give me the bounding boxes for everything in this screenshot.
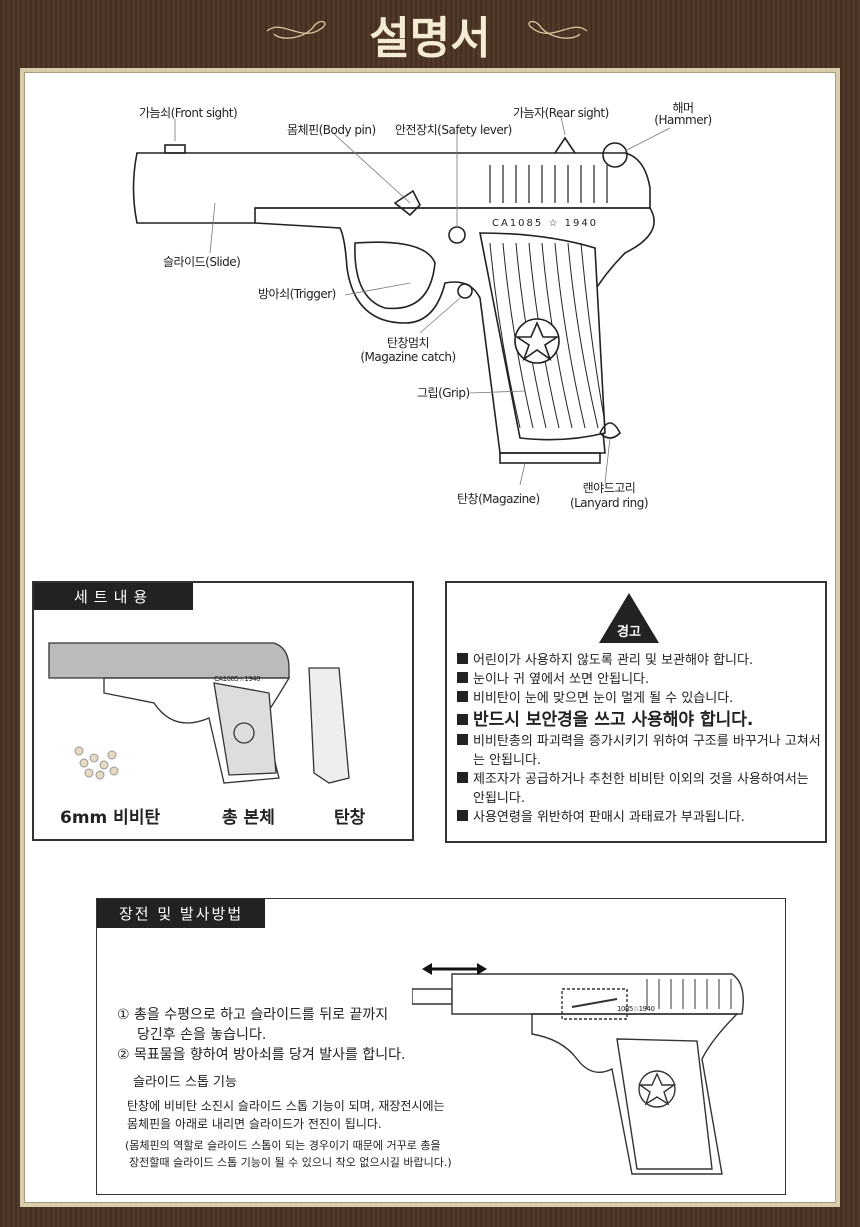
bullet-square-icon	[457, 714, 468, 725]
loading-box: 장전 및 발사방법 1085☆1940 ① 총을 수평으로 하고 슬라이드를 뒤…	[96, 898, 786, 1195]
label-front-sight: 가늠쇠(Front sight)	[139, 106, 238, 120]
pistol-diagram	[132, 116, 671, 486]
manual-page: 가늠쇠(Front sight) 몸체핀(Body pin) 안전장치(Safe…	[24, 72, 836, 1203]
warning-list: 어린이가 사용하지 않도록 관리 및 보관해야 합니다. 눈이나 귀 옆에서 쏘…	[457, 651, 822, 827]
item-magazine: 탄창	[334, 808, 366, 828]
set-engraving: CA1085☆1940	[214, 675, 261, 683]
warning-text: 반드시 보안경을 쓰고 사용해야 합니다.	[473, 710, 754, 730]
loading-illustration	[412, 963, 744, 1175]
warning-text: 비비탄이 눈에 맞으면 눈이 멀게 될 수 있습니다.	[473, 691, 734, 706]
label-body-pin: 몸체핀(Body pin)	[287, 123, 376, 137]
right-flourish-ornament	[528, 20, 588, 39]
warning-triangle-icon	[599, 593, 659, 643]
set-contents-box: 세트내용 CA1085☆1940 6mm 비비탄 총 본체 탄창	[32, 581, 414, 841]
label-trigger: 방아쇠(Trigger)	[258, 287, 336, 301]
label-magazine: 탄창(Magazine)	[457, 492, 540, 506]
bullet-square-icon	[457, 691, 468, 702]
warning-text: 사용연령을 위반하여 판매시 과태료가 부과됩니다.	[473, 810, 745, 825]
warning-item: 제조자가 공급하거나 추천한 비비탄 이외의 것을 사용하여서는 안됩니다.	[457, 770, 822, 808]
label-hammer-en: (Hammer)	[654, 113, 712, 127]
warning-item: 사용연령을 위반하여 판매시 과태료가 부과됩니다.	[457, 808, 822, 827]
label-rear-sight: 가늠자(Rear sight)	[513, 106, 609, 120]
label-grip: 그립(Grip)	[417, 386, 470, 400]
set-contents-illustration	[48, 642, 350, 784]
page-title: 설명서	[369, 13, 491, 64]
label-safety-lever: 안전장치(Safety lever)	[395, 123, 512, 137]
bullet-square-icon	[457, 734, 468, 745]
note-line-2: 장전할때 슬라이드 스톱 기능이 될 수 있으니 착오 없으시길 바랍니다.)	[129, 1156, 452, 1169]
note-line-1: (몸체핀의 역할로 슬라이드 스톱이 되는 경우이기 때문에 거꾸로 총을	[125, 1139, 441, 1152]
warning-text: 비비탄총의 파괴력을 증가시키기 위하여 구조를 바꾸거나 고쳐서는 안됩니다.	[473, 734, 821, 768]
warning-badge-text: 경고	[617, 625, 641, 640]
warning-text: 눈이나 귀 옆에서 쏘면 안됩니다.	[473, 672, 650, 687]
label-lanyard-ko: 랜야드고리	[582, 481, 636, 495]
engraving: CA1085 ☆ 1940	[492, 218, 599, 229]
label-hammer-ko: 해머	[672, 101, 694, 115]
warning-item: 어린이가 사용하지 않도록 관리 및 보관해야 합니다.	[457, 651, 822, 670]
slide-stop-title: 슬라이드 스톱 기능	[133, 1075, 237, 1090]
warning-item: 반드시 보안경을 쓰고 사용해야 합니다.	[457, 708, 822, 732]
step-1-line-2: 당긴후 손을 놓습니다.	[137, 1027, 267, 1043]
warning-box: 경고 어린이가 사용하지 않도록 관리 및 보관해야 합니다. 눈이나 귀 옆에…	[445, 581, 827, 843]
label-slide: 슬라이드(Slide)	[163, 255, 241, 269]
warning-text: 어린이가 사용하지 않도록 관리 및 보관해야 합니다.	[473, 653, 754, 668]
slide-stop-line-2: 몸체핀을 아래로 내리면 슬라이드가 전진이 됩니다.	[127, 1117, 382, 1131]
loading-engraving: 1085☆1940	[617, 1005, 655, 1013]
item-bb-pellets: 6mm 비비탄	[60, 808, 161, 828]
label-lanyard-ring: 랜야드고리(Lanyard ring)	[569, 481, 649, 511]
label-magazine-catch-en: (Magazine catch)	[360, 350, 456, 364]
warning-text: 제조자가 공급하거나 추천한 비비탄 이외의 것을 사용하여서는 안됩니다.	[473, 772, 809, 806]
bullet-square-icon	[457, 653, 468, 664]
label-lanyard-en: (Lanyard ring)	[569, 496, 649, 510]
label-hammer: 해머(Hammer)	[653, 102, 713, 126]
loading-heading: 장전 및 발사방법	[97, 899, 266, 928]
bullet-square-icon	[457, 772, 468, 783]
warning-item: 비비탄이 눈에 맞으면 눈이 멀게 될 수 있습니다.	[457, 689, 822, 708]
set-contents-heading: 세트내용	[34, 583, 194, 610]
manual-frame: 가늠쇠(Front sight) 몸체핀(Body pin) 안전장치(Safe…	[20, 68, 840, 1207]
step-1-line-1: ① 총을 수평으로 하고 슬라이드를 뒤로 끝까지	[117, 1007, 389, 1023]
warning-item: 눈이나 귀 옆에서 쏘면 안됩니다.	[457, 670, 822, 689]
step-2: ② 목표물을 향하여 방아쇠를 당겨 발사를 합니다.	[117, 1047, 406, 1063]
warning-item: 비비탄총의 파괴력을 증가시키기 위하여 구조를 바꾸거나 고쳐서는 안됩니다.	[457, 732, 822, 770]
slide-stop-line-1: 탄창에 비비탄 소진시 슬라이드 스톱 기능이 되며, 재장전시에는	[127, 1099, 445, 1113]
bullet-square-icon	[457, 810, 468, 821]
left-flourish-ornament	[266, 20, 326, 39]
bullet-square-icon	[457, 672, 468, 683]
label-magazine-catch: 탄창멈치(Magazine catch)	[358, 336, 458, 364]
label-magazine-catch-ko: 탄창멈치	[386, 336, 430, 350]
item-pistol-body: 총 본체	[222, 808, 275, 828]
